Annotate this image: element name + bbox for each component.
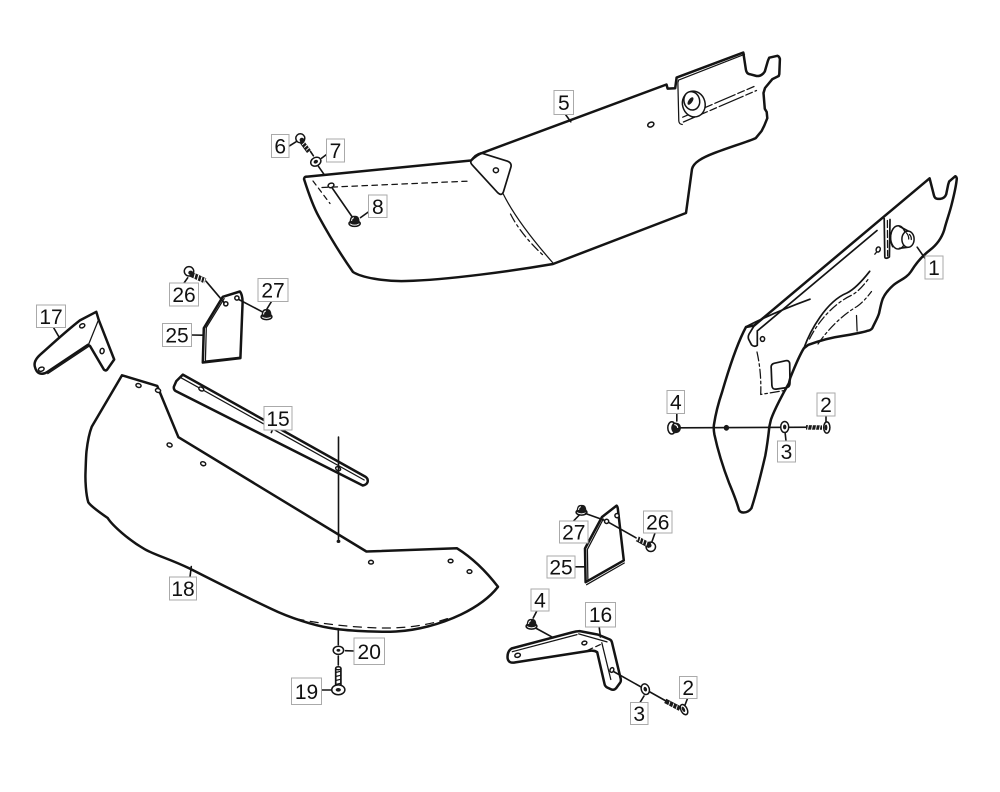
svg-text:26: 26 — [172, 284, 195, 307]
svg-text:4: 4 — [534, 590, 546, 613]
svg-text:7: 7 — [330, 140, 342, 163]
svg-text:27: 27 — [562, 522, 585, 545]
svg-text:2: 2 — [682, 677, 694, 700]
svg-text:26: 26 — [646, 512, 669, 535]
svg-text:27: 27 — [261, 280, 284, 303]
svg-text:16: 16 — [589, 604, 612, 627]
svg-text:8: 8 — [372, 196, 384, 219]
svg-text:15: 15 — [266, 408, 289, 431]
svg-text:25: 25 — [549, 557, 572, 580]
svg-text:2: 2 — [820, 394, 832, 417]
svg-text:6: 6 — [274, 136, 286, 159]
svg-text:1: 1 — [928, 257, 940, 280]
svg-text:5: 5 — [558, 92, 570, 115]
svg-text:18: 18 — [171, 578, 194, 601]
svg-text:20: 20 — [358, 641, 381, 664]
svg-text:4: 4 — [670, 392, 682, 415]
svg-text:17: 17 — [39, 306, 62, 329]
svg-text:3: 3 — [633, 703, 645, 726]
svg-text:19: 19 — [295, 681, 318, 704]
svg-text:25: 25 — [165, 325, 188, 348]
svg-text:3: 3 — [781, 441, 793, 464]
